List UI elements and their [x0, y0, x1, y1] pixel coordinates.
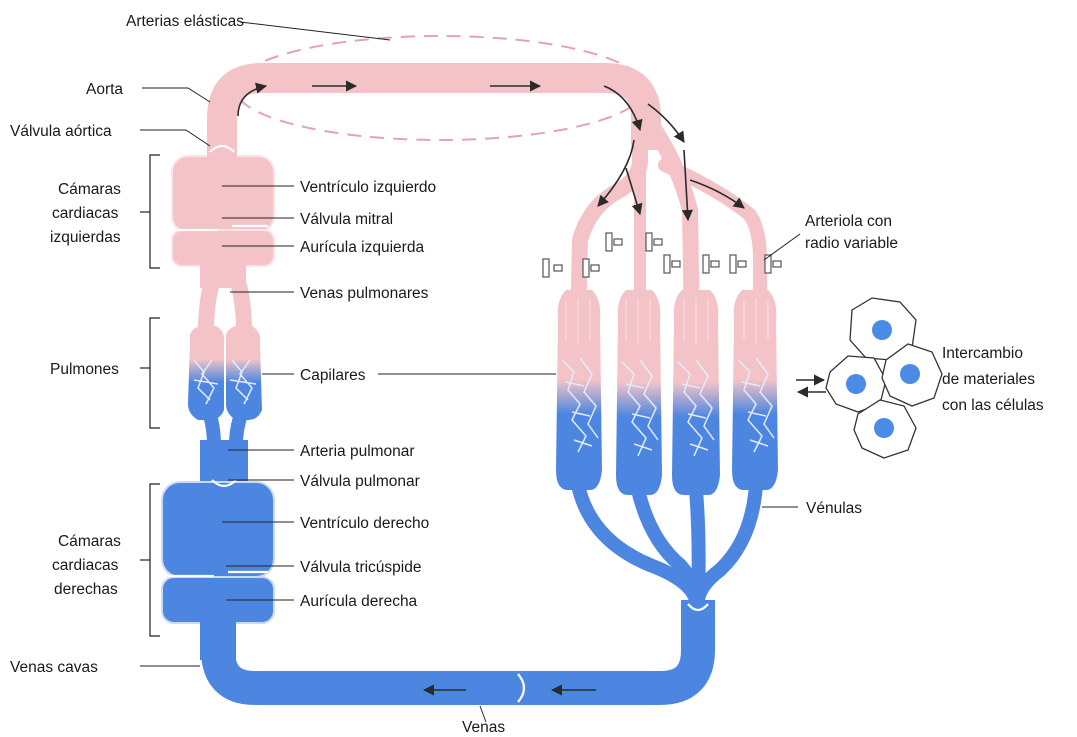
- label-valvula-mitral: Válvula mitral: [300, 211, 393, 228]
- brackets: [140, 155, 160, 636]
- label-arteriola-1: Arteriola con: [805, 213, 892, 230]
- label-camaras-izq-3: izquierdas: [50, 229, 121, 246]
- label-camaras-der-2: cardiacas: [52, 557, 119, 574]
- label-venas-cavas: Venas cavas: [10, 659, 98, 676]
- cell-nucleus: [872, 320, 892, 340]
- label-ventriculo-izquierdo: Ventrículo izquierdo: [300, 179, 436, 196]
- label-intercambio-2: de materiales: [942, 371, 1035, 388]
- aorta-vessel: [222, 78, 646, 150]
- label-valvula-pulmonar: Válvula pulmonar: [300, 473, 420, 490]
- label-intercambio-1: Intercambio: [942, 345, 1023, 362]
- cell-nucleus: [846, 374, 866, 394]
- label-ventriculo-derecho: Ventrículo derecho: [300, 515, 429, 532]
- label-auricula-izquierda: Aurícula izquierda: [300, 239, 424, 256]
- systemic-capillary-beds: [556, 290, 778, 495]
- vena-cava-vessel: [218, 600, 698, 688]
- label-pulmones: Pulmones: [50, 361, 119, 378]
- label-camaras-der-3: derechas: [54, 581, 118, 598]
- sphincter-icon: [703, 255, 719, 273]
- left-heart: [172, 130, 274, 288]
- label-venas: Venas: [462, 719, 505, 736]
- venules: [578, 485, 756, 600]
- systemic-artery-branches: [578, 130, 760, 335]
- label-arterias-elasticas: Arterias elásticas: [126, 13, 244, 30]
- label-intercambio-3: con las células: [942, 397, 1044, 414]
- bracket-right-chambers: [150, 484, 160, 636]
- sphincter-icon: [664, 255, 680, 273]
- label-valvula-aortica: Válvula aórtica: [10, 123, 112, 140]
- bracket-left-chambers: [150, 155, 160, 268]
- sphincter-icon: [606, 233, 622, 251]
- label-arteriola-2: radio variable: [805, 235, 898, 252]
- right-heart: [162, 440, 274, 660]
- sphincter-icon: [646, 233, 662, 251]
- label-capilares: Capilares: [300, 367, 366, 384]
- label-venulas: Vénulas: [806, 500, 862, 517]
- sphincter-icon: [583, 259, 599, 277]
- label-venas-pulmonares: Venas pulmonares: [300, 285, 429, 302]
- cell-nucleus: [874, 418, 894, 438]
- sphincter-icon: [730, 255, 746, 273]
- cell-nucleus: [900, 364, 920, 384]
- sphincter-icon: [543, 259, 562, 277]
- pulmonary-circuit: [188, 275, 262, 445]
- label-camaras-izq-1: Cámaras: [58, 181, 121, 198]
- cells-cluster: [796, 298, 942, 458]
- label-camaras-izq-2: cardiacas: [52, 205, 119, 222]
- label-valvula-tricuspide: Válvula tricúspide: [300, 559, 421, 576]
- label-arteria-pulmonar: Arteria pulmonar: [300, 443, 415, 460]
- label-camaras-der-1: Cámaras: [58, 533, 121, 550]
- label-aorta: Aorta: [86, 81, 123, 98]
- bracket-lungs: [150, 318, 160, 428]
- label-auricula-derecha: Aurícula derecha: [300, 593, 418, 610]
